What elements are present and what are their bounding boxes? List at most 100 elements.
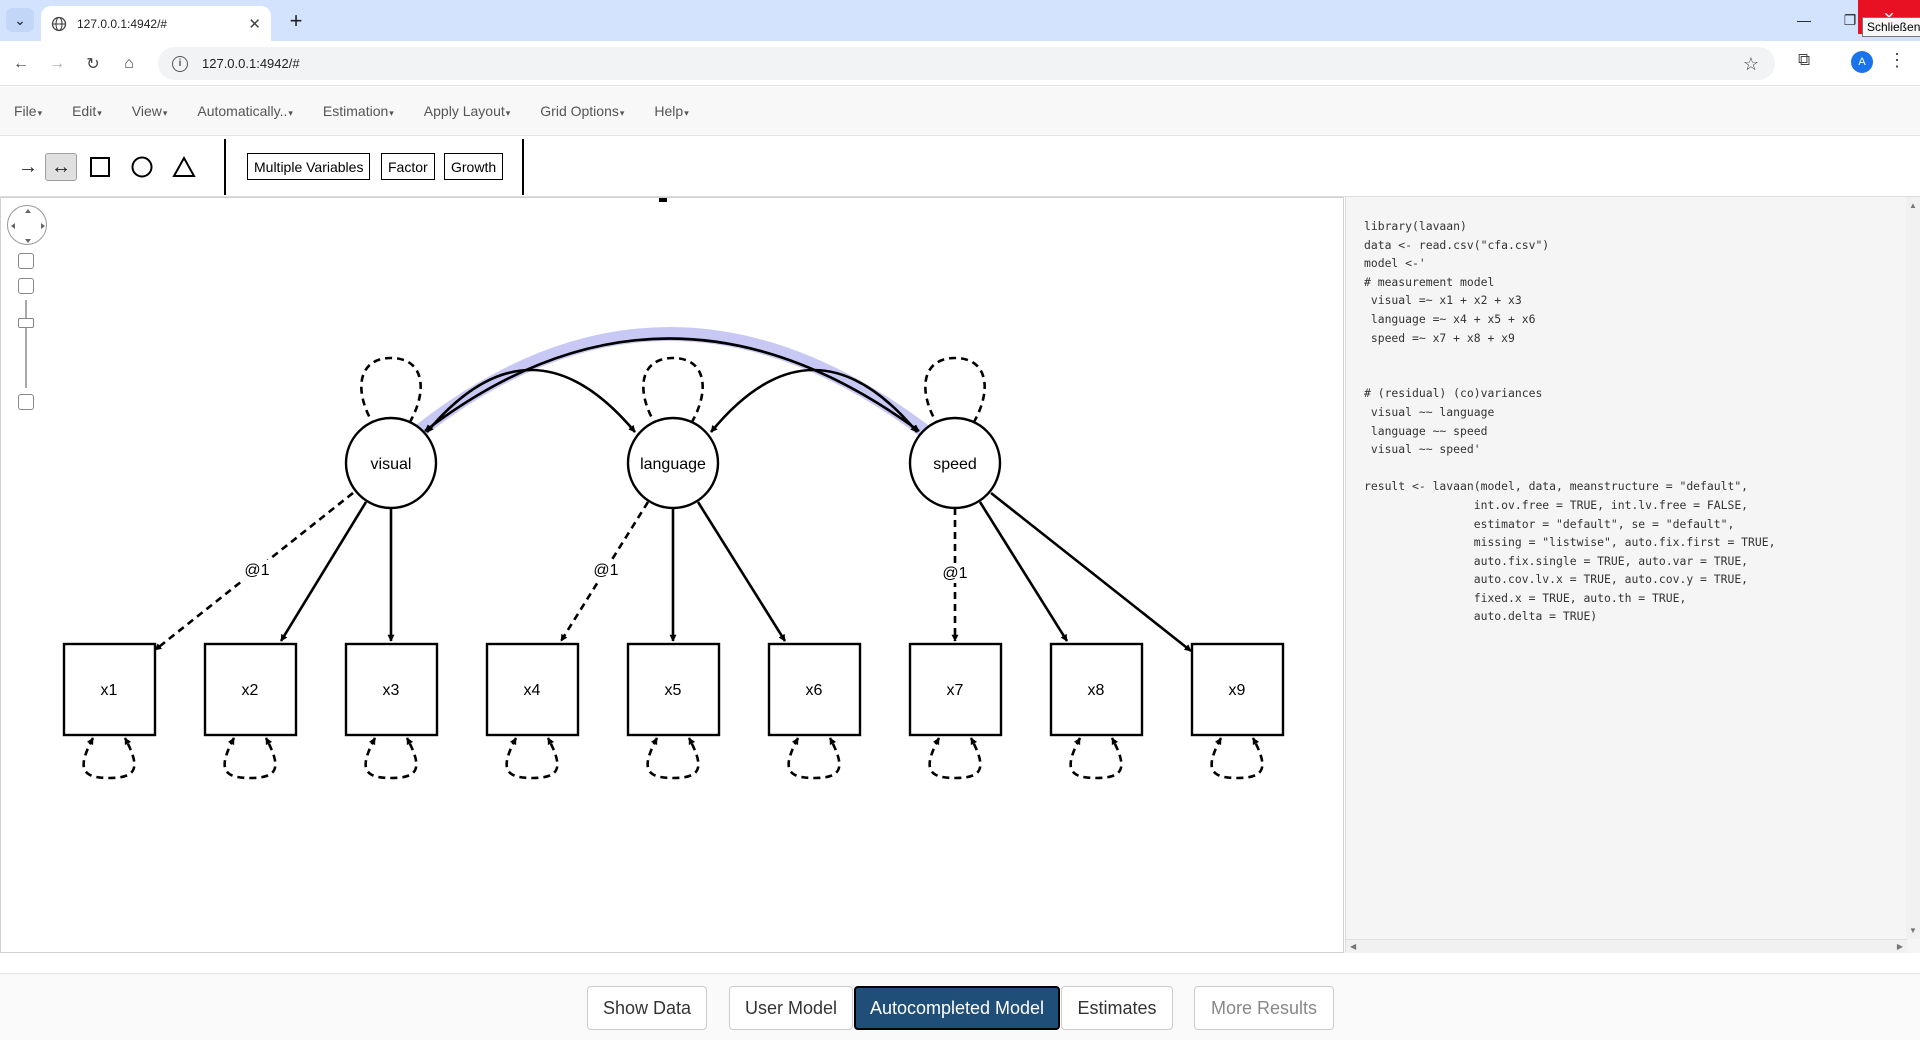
menu-grid-options[interactable]: Grid Options▾ [540,103,625,119]
factor-button[interactable]: Factor [381,153,435,180]
lavaan-code-pane[interactable]: library(lavaan) data <- read.csv("cfa.cs… [1345,197,1920,953]
latent-label: language [640,456,706,473]
covariance-highlight [414,327,930,437]
covariance-language-speed[interactable] [709,368,918,433]
latent-node-language[interactable]: language [626,416,720,510]
forward-arrow-icon[interactable]: → [49,55,65,72]
residual-loop-x3[interactable] [364,737,418,780]
pan-control[interactable] [7,205,47,245]
loading-speed-x8[interactable] [978,501,1069,642]
observed-node-x8[interactable]: x8 [1049,642,1144,780]
variance-loop-visual[interactable] [360,356,422,428]
residual-loop-x8[interactable] [1069,737,1123,780]
caret-down-icon: ▾ [684,108,689,118]
scroll-right-arrow-icon[interactable]: ▶ [1896,942,1903,951]
observed-label: x9 [1229,682,1246,699]
zoom-out-button[interactable] [18,278,34,294]
diagram-canvas[interactable]: @1 @1 @1 visual language speed x1 x2 [0,197,1344,953]
user-model-tab[interactable]: User Model [729,986,853,1030]
menu-help[interactable]: Help▾ [654,103,689,119]
bidirectional-arrow-icon[interactable]: ↔ [45,153,77,181]
home-icon[interactable]: ⌂ [124,55,134,72]
more-results-tab[interactable]: More Results [1194,986,1334,1030]
reload-icon[interactable]: ↻ [86,56,100,73]
menu-estimation[interactable]: Estimation▾ [322,103,394,119]
zoom-slider-handle[interactable] [18,318,34,328]
latent-label: visual [371,456,412,473]
menu-file[interactable]: File▾ [14,103,43,119]
latent-node-visual[interactable]: visual [344,416,438,510]
caret-down-icon: ▾ [288,108,293,118]
covariance-visual-speed[interactable] [424,337,920,433]
loading-speed-x9[interactable] [990,491,1192,653]
loading-visual-x2[interactable] [279,501,368,642]
zoom-reset-button[interactable] [18,394,34,410]
scroll-up-arrow-icon[interactable]: ▲ [1909,201,1917,210]
residual-loop-x2[interactable] [223,737,277,780]
scroll-left-arrow-icon[interactable]: ◀ [1350,942,1357,951]
variance-loop-speed[interactable] [924,356,986,428]
estimates-tab[interactable]: Estimates [1061,986,1173,1030]
loading-language-x6[interactable] [696,501,787,642]
zoom-in-button[interactable] [18,253,34,269]
browser-menu-kebab-icon[interactable]: ⋮ [1888,50,1906,70]
menu-apply-layout[interactable]: Apply Layout▾ [423,103,511,119]
observed-node-x6[interactable]: x6 [767,642,862,780]
observed-node-x2[interactable]: x2 [203,642,298,780]
rectangle-tool-icon[interactable] [84,153,116,181]
tab-search-chevron-icon[interactable]: ⌄ [6,8,34,32]
menu-edit[interactable]: Edit▾ [72,103,102,119]
residual-loop-x1[interactable] [82,737,136,780]
observed-label: x1 [101,682,118,699]
residual-loop-x6[interactable] [787,737,841,780]
new-tab-plus-icon[interactable]: + [289,8,303,33]
observed-node-x3[interactable]: x3 [344,642,439,780]
observed-label: x6 [806,682,823,699]
observed-node-x9[interactable]: x9 [1190,642,1285,780]
residual-loop-x7[interactable] [928,737,982,780]
site-info-icon[interactable]: i [172,55,188,72]
loading-language-x4[interactable] [559,501,650,642]
observed-label: x5 [665,682,682,699]
vertical-scrollbar[interactable]: ▲ ▼ [1906,197,1920,939]
extensions-puzzle-icon[interactable]: ⧉ [1798,50,1811,69]
profile-avatar[interactable]: A [1851,51,1873,73]
scroll-down-arrow-icon[interactable]: ▼ [1909,926,1917,935]
horizontal-scrollbar[interactable]: ◀ ▶ [1346,939,1907,953]
circle-tool-icon[interactable] [126,153,158,181]
zoom-slider-track[interactable] [25,300,27,388]
menu-view[interactable]: View▾ [131,103,168,119]
residual-loop-x9[interactable] [1210,737,1264,780]
bookmark-star-icon[interactable]: ☆ [1742,54,1759,74]
fixed-loading-label: @1 [942,565,967,582]
back-arrow-icon[interactable]: ← [13,55,29,72]
directed-path-arrow-icon[interactable]: → [18,155,38,178]
show-data-button[interactable]: Show Data [587,986,707,1030]
latent-node-speed[interactable]: speed [908,416,1002,510]
autocompleted-model-tab[interactable]: Autocompleted Model [854,986,1060,1030]
sem-diagram[interactable]: @1 @1 @1 visual language speed x1 x2 [1,198,1345,954]
browser-tab[interactable]: 127.0.0.1:4942/# ✕ [41,6,271,41]
minimize-icon[interactable]: — [1797,12,1811,28]
menu-automatically[interactable]: Automatically..▾ [197,103,293,119]
browser-tabstrip: ⌄ 127.0.0.1:4942/# ✕ + — ❐ ✕ Schließen [0,0,1920,41]
fixed-loading-label: @1 [244,562,269,579]
observed-node-x4[interactable]: x4 [485,642,580,780]
variance-loop-language[interactable] [642,356,704,428]
residual-loop-x4[interactable] [505,737,559,780]
close-tab-icon[interactable]: ✕ [248,15,261,33]
globe-icon [51,16,67,31]
multiple-variables-button[interactable]: Multiple Variables [247,153,371,180]
residual-loop-x5[interactable] [646,737,700,780]
bottom-tab-bar: Show Data User Model Autocompleted Model… [0,973,1920,1040]
restore-icon[interactable]: ❐ [1843,11,1857,28]
url-input[interactable]: i 127.0.0.1:4942/# ☆ [158,47,1775,80]
lavaan-code: library(lavaan) data <- read.csv("cfa.cs… [1364,219,1776,624]
covariance-visual-language[interactable] [426,368,636,433]
growth-button[interactable]: Growth [444,153,504,180]
observed-node-x7[interactable]: x7 [908,642,1003,780]
url-text: 127.0.0.1:4942/# [202,56,300,71]
observed-node-x1[interactable]: x1 [62,642,157,780]
observed-node-x5[interactable]: x5 [626,642,721,780]
triangle-tool-icon[interactable] [168,153,200,181]
